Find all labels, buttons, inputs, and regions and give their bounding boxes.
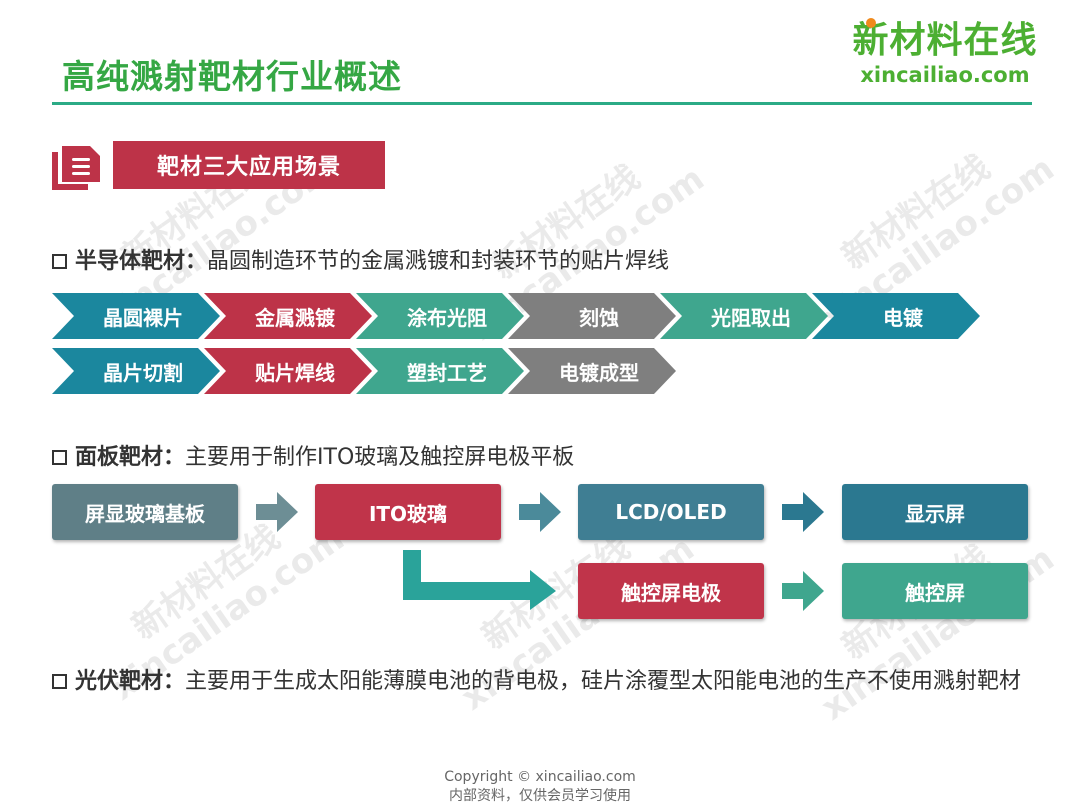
logo-cn: 新材料在线 xyxy=(852,20,1038,61)
process-step: 塑封工艺 xyxy=(356,348,524,394)
logo-dot-icon xyxy=(866,18,876,28)
process-step: 光阻取出 xyxy=(660,293,828,339)
logo-en: xincailiao.com xyxy=(860,63,1030,87)
process-step: 晶圆裸片 xyxy=(52,293,220,339)
flow-box: 显示屏 xyxy=(842,484,1028,540)
page-title: 高纯溅射靶材行业概述 xyxy=(62,57,402,96)
footer-note: 内部资料，仅供会员学习使用 xyxy=(449,788,631,804)
section-header: 靶材三大应用场景 xyxy=(113,141,385,189)
elbow-arrow-icon xyxy=(403,550,556,610)
process-step: 晶片切割 xyxy=(52,348,220,394)
arrow-right-icon xyxy=(782,492,824,532)
panel-bullet: 面板靶材：主要用于制作ITO玻璃及触控屏电极平板 xyxy=(52,439,574,471)
process-step: 电镀成型 xyxy=(508,348,676,394)
flow-box: 触控屏 xyxy=(842,563,1028,619)
pv-bullet: 光伏靶材：主要用于生成太阳能薄膜电池的背电极，硅片涂覆型太阳能电池的生产不使用溅… xyxy=(52,663,1032,700)
semiconductor-bullet: 半导体靶材：晶圆制造环节的金属溅镀和封装环节的贴片焊线 xyxy=(52,243,669,275)
process-step: 电镀 xyxy=(812,293,980,339)
arrow-right-icon xyxy=(256,492,298,532)
document-icon xyxy=(52,146,100,190)
flow-box: ITO玻璃 xyxy=(315,484,501,540)
process-step: 贴片焊线 xyxy=(204,348,372,394)
flow-box: 屏显玻璃基板 xyxy=(52,484,238,540)
title-divider xyxy=(52,102,1032,105)
process-step: 刻蚀 xyxy=(508,293,676,339)
arrow-right-icon xyxy=(782,571,824,611)
arrow-right-icon xyxy=(519,492,561,532)
flow-box: LCD/OLED xyxy=(578,484,764,540)
footer: Copyright © xincailiao.com 内部资料，仅供会员学习使用 xyxy=(0,768,1080,806)
process-step: 金属溅镀 xyxy=(204,293,372,339)
copyright: Copyright © xincailiao.com xyxy=(444,769,636,785)
flow-box: 触控屏电极 xyxy=(578,563,764,619)
process-step: 涂布光阻 xyxy=(356,293,524,339)
logo: 新材料在线 xincailiao.com xyxy=(850,18,1040,86)
